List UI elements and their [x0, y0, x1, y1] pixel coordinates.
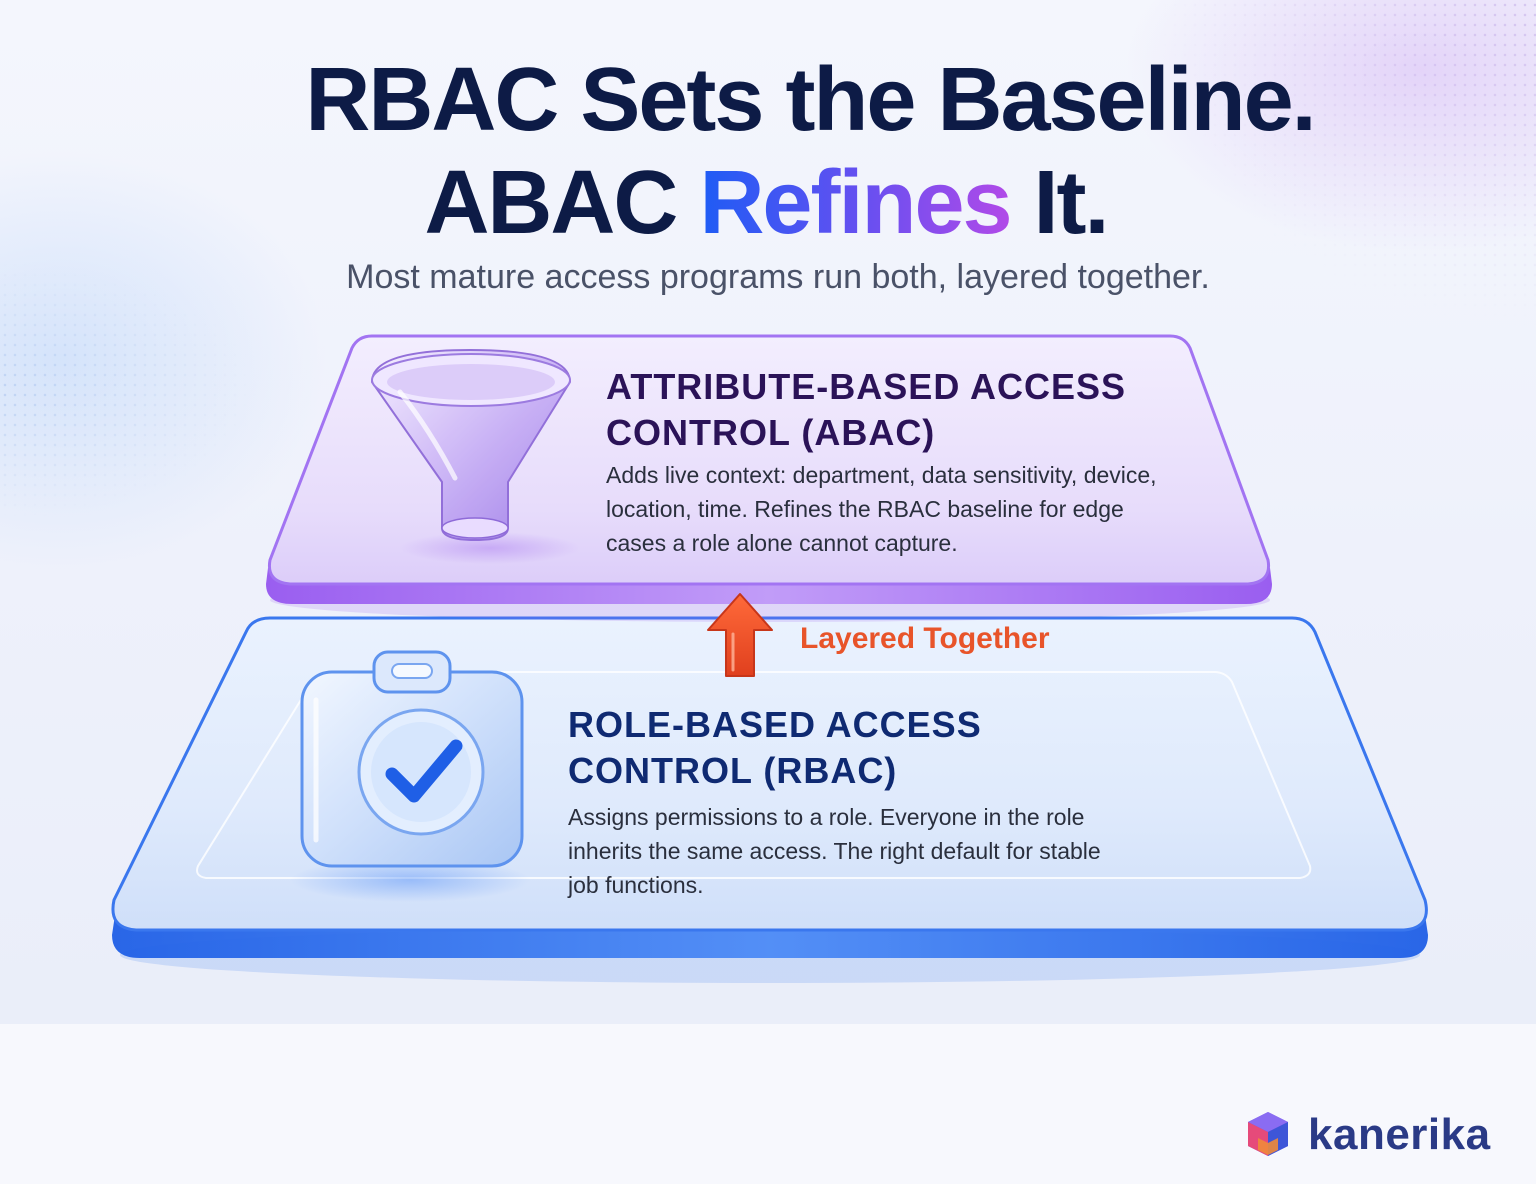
subtitle: Most mature access programs run both, la…: [346, 258, 1210, 296]
title-line-1: RBAC Sets the Baseline.: [42, 50, 1536, 150]
cube-logo-icon: [1248, 1112, 1288, 1156]
rbac-heading: ROLE-BASED ACCESS CONTROL (RBAC): [568, 702, 1128, 794]
arrow-up-icon: [707, 593, 773, 677]
title-line-1-text: RBAC Sets the Baseline.: [305, 50, 1316, 150]
funnel-icon: [370, 348, 572, 542]
dot-pattern-left: [0, 260, 260, 520]
layer-stack-diagram: [111, 334, 1428, 983]
title-line-2-suffix: It.: [1010, 153, 1110, 253]
rbac-heading-line-1: ROLE-BASED ACCESS: [568, 704, 982, 745]
title-line-2: ABAC Refines It.: [0, 153, 1534, 253]
abac-heading-line-1: ATTRIBUTE-BASED ACCESS: [606, 366, 1127, 407]
title-accent-word: Refines: [699, 153, 1012, 253]
rbac-heading-line-2: CONTROL (RBAC): [568, 750, 898, 791]
connector-label: Layered Together: [800, 622, 1050, 655]
abac-heading: ATTRIBUTE-BASED ACCESS CONTROL (ABAC): [606, 364, 1166, 456]
title-line-2-prefix: ABAC: [424, 153, 700, 253]
abac-heading-line-2: CONTROL (ABAC): [606, 412, 936, 453]
rbac-description: Assigns permissions to a role. Everyone …: [568, 804, 1101, 898]
abac-description: Adds live context: department, data sens…: [606, 462, 1157, 556]
badge-check-icon: [300, 650, 524, 868]
brand-name: kanerika: [1308, 1110, 1491, 1159]
dot-pattern-top-right: [1150, 0, 1536, 330]
